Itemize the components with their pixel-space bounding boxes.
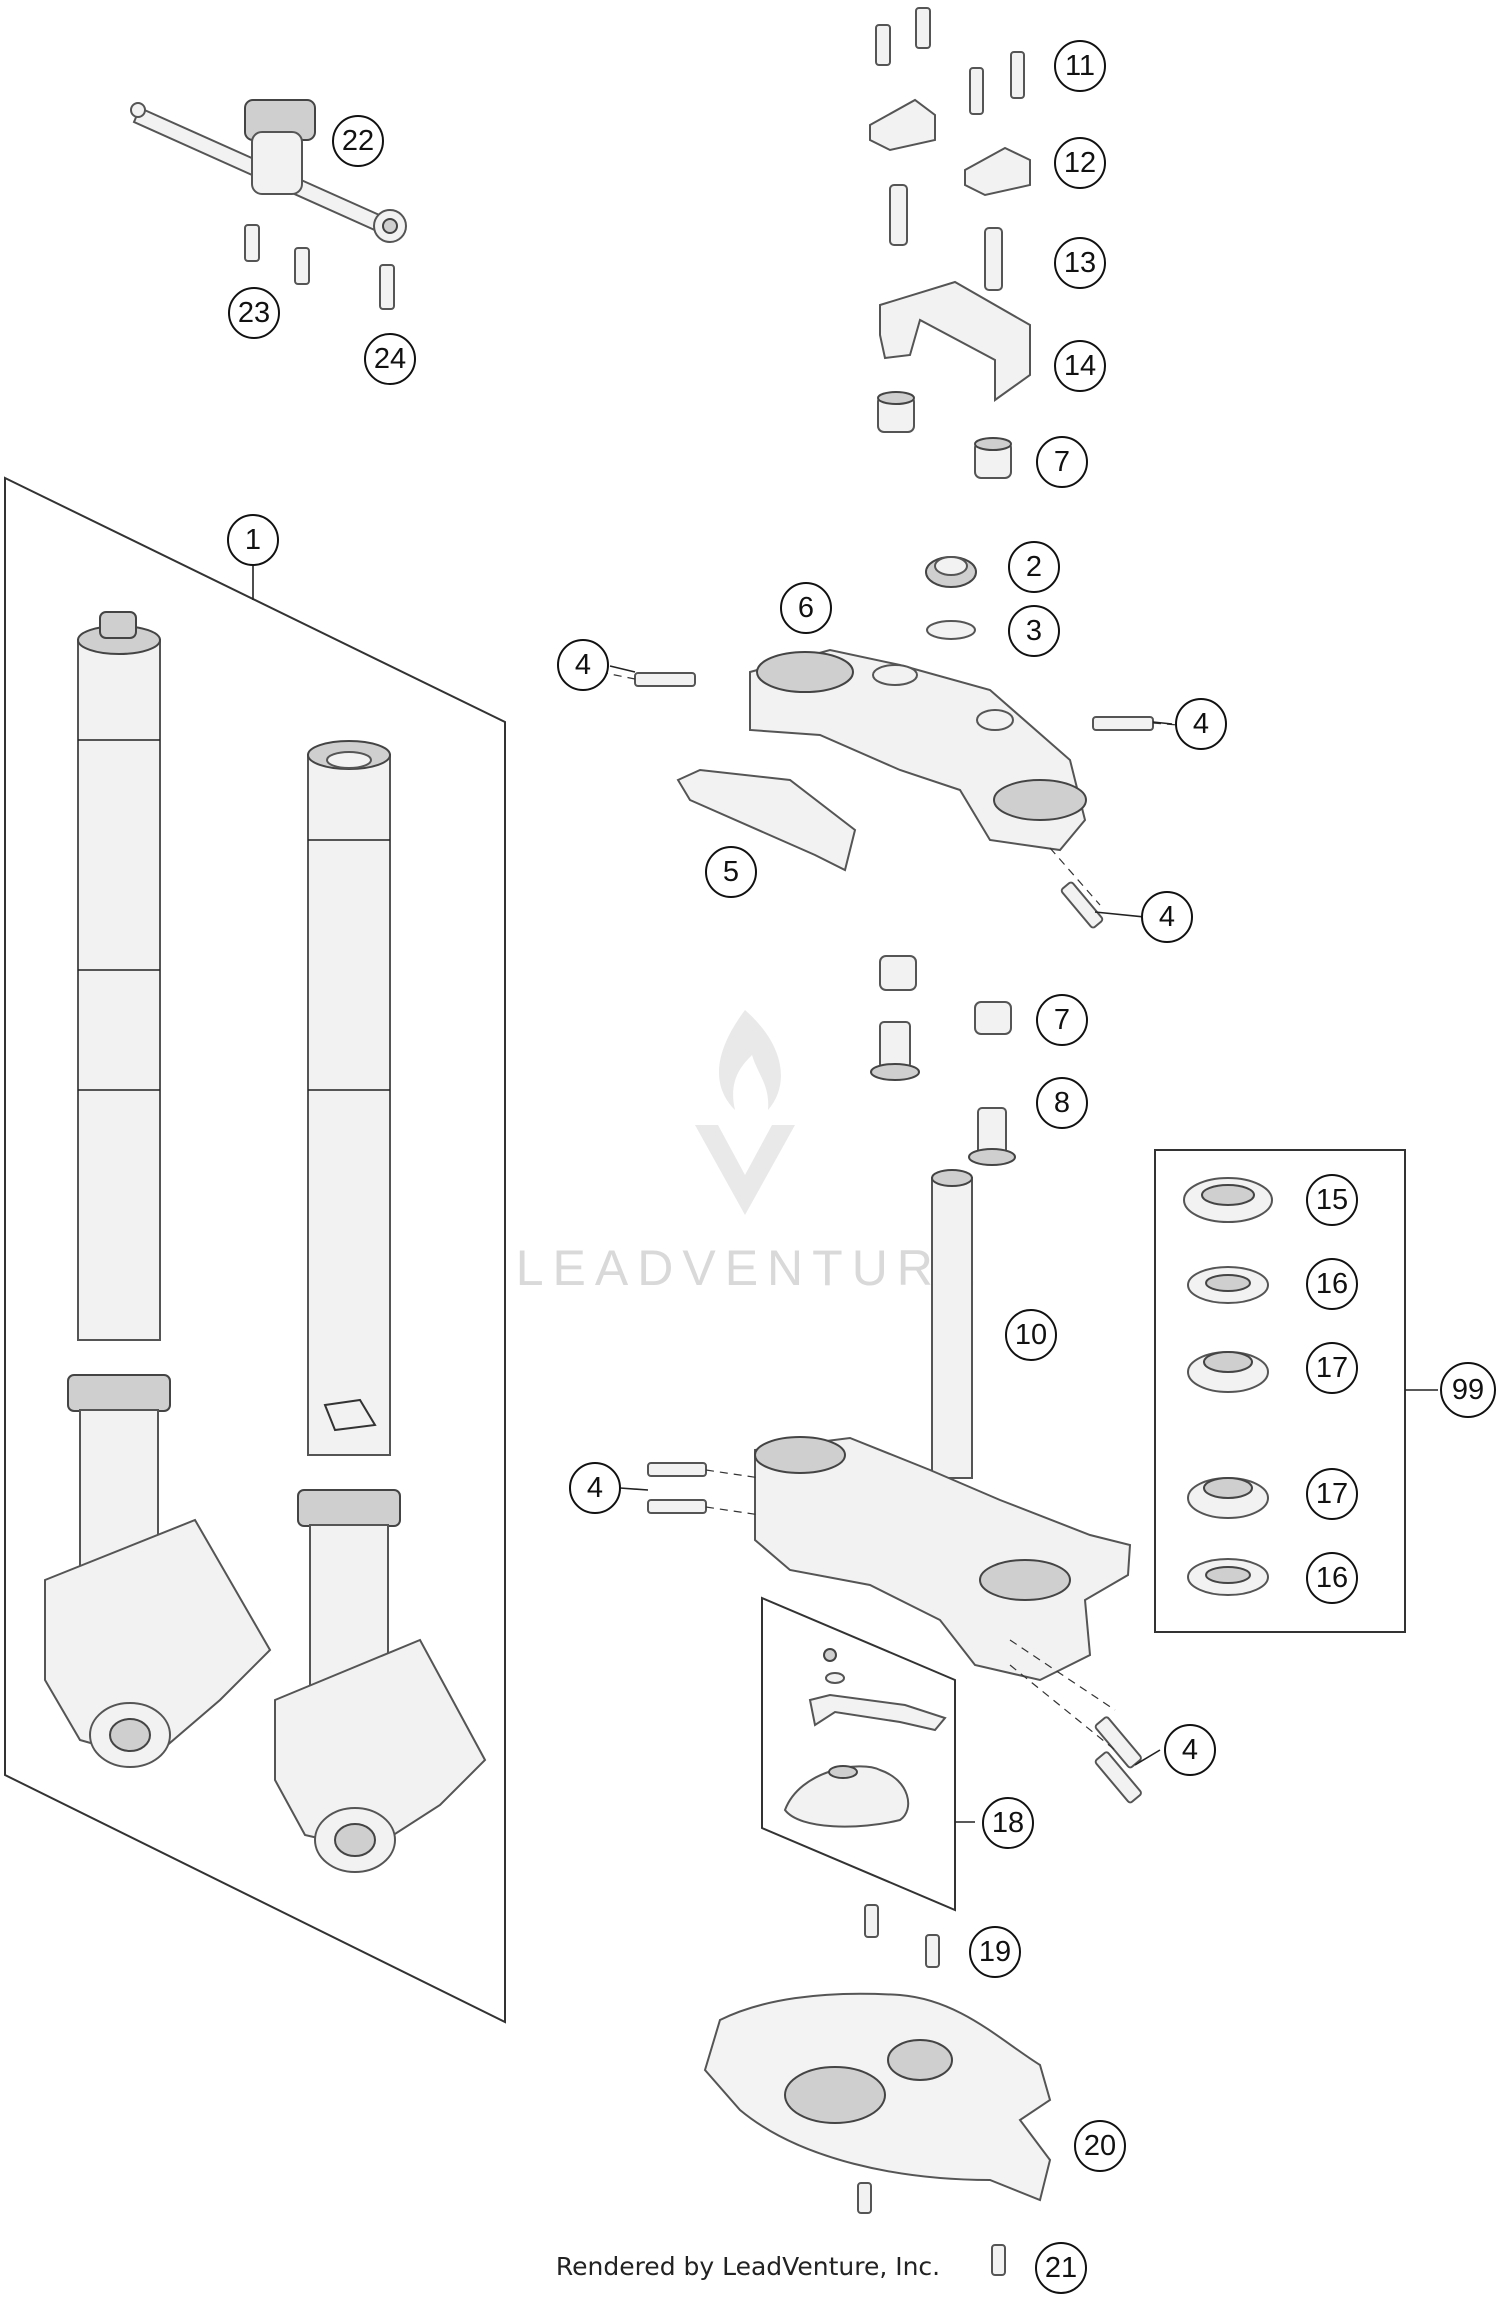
bearing-kit-parts	[1183, 1177, 1273, 1596]
handlebar-clamps	[869, 98, 1031, 197]
svg-text:19: 19	[979, 1936, 1011, 1968]
callout-7-top: 7	[1036, 436, 1088, 488]
svg-text:3: 3	[1026, 615, 1042, 647]
callout-17-top: 17	[1306, 1342, 1358, 1394]
watermark-logo	[695, 1010, 795, 1215]
callout-10: 10	[1005, 1309, 1057, 1361]
svg-text:16: 16	[1316, 1268, 1348, 1300]
callout-4-right-top: 4	[1175, 698, 1227, 750]
svg-text:17: 17	[1316, 1352, 1348, 1384]
svg-text:11: 11	[1065, 50, 1095, 82]
protection-plate	[703, 1992, 1052, 2202]
svg-text:4: 4	[587, 1472, 603, 1504]
svg-text:1: 1	[245, 524, 261, 556]
callout-24: 24	[364, 333, 416, 385]
svg-text:2: 2	[1026, 551, 1042, 583]
svg-text:4: 4	[1159, 901, 1175, 933]
fork-leg-right	[274, 740, 487, 1873]
svg-text:10: 10	[1015, 1319, 1047, 1351]
svg-text:15: 15	[1316, 1184, 1348, 1216]
lower-triple-clamp	[754, 1436, 1132, 1682]
callout-5: 5	[705, 846, 757, 898]
svg-text:6: 6	[798, 592, 814, 624]
svg-text:13: 13	[1064, 247, 1096, 279]
leader-lines	[609, 665, 1173, 1766]
svg-text:17: 17	[1316, 1478, 1348, 1510]
svg-text:20: 20	[1084, 2130, 1116, 2162]
bushings-flanged	[870, 1021, 1016, 1166]
handlebar-bridge	[879, 280, 1031, 402]
callout-12: 12	[1054, 137, 1106, 189]
svg-text:5: 5	[723, 856, 739, 888]
svg-text:22: 22	[342, 125, 374, 157]
callout-2: 2	[1008, 541, 1060, 593]
fork-assembly-frame	[4, 476, 506, 2024]
callout-15: 15	[1306, 1174, 1358, 1226]
bracket-5	[676, 768, 857, 872]
svg-text:21: 21	[1045, 2252, 1077, 2284]
bearing-kit-frame	[1154, 1149, 1406, 1633]
upper-triple-clamp	[749, 648, 1087, 852]
clamp-bolts	[889, 184, 1003, 291]
clamp-bolts-upper	[634, 672, 1154, 929]
callout-13: 13	[1054, 237, 1106, 289]
callout-16-bottom: 16	[1306, 1552, 1358, 1604]
svg-text:12: 12	[1064, 147, 1096, 179]
svg-text:16: 16	[1316, 1562, 1348, 1594]
callout-18: 18	[982, 1797, 1034, 1849]
callout-99: 99	[1440, 1362, 1496, 1418]
svg-text:24: 24	[374, 343, 406, 375]
svg-text:18: 18	[992, 1807, 1024, 1839]
bushings-middle	[879, 955, 1012, 1035]
clamp-bolts-lower	[647, 1462, 1142, 1804]
washer	[926, 620, 976, 640]
callout-4-right-bottom: 4	[1164, 1724, 1216, 1776]
svg-text:14: 14	[1064, 350, 1096, 382]
callout-8: 8	[1036, 1077, 1088, 1129]
callout-20: 20	[1074, 2120, 1126, 2172]
callout-1: 1	[227, 514, 279, 566]
svg-text:23: 23	[238, 297, 270, 329]
svg-text:99: 99	[1452, 1374, 1484, 1406]
steering-nut	[925, 556, 977, 588]
svg-text:7: 7	[1054, 446, 1070, 478]
callout-11: 11	[1054, 40, 1106, 92]
svg-text:4: 4	[1182, 1734, 1198, 1766]
callout-4-right-middle: 4	[1141, 891, 1193, 943]
callout-23: 23	[228, 287, 280, 339]
callout-19: 19	[969, 1926, 1021, 1978]
screws-19	[864, 1904, 940, 1968]
callout-4-left-bottom: 4	[569, 1462, 621, 1514]
damper-bolts	[244, 224, 395, 310]
callout-22: 22	[332, 115, 384, 167]
bracket-kit-parts	[783, 1648, 947, 1828]
callout-7-middle: 7	[1036, 994, 1088, 1046]
bracket-kit-frame	[761, 1596, 956, 1912]
callout-4-left-top: 4	[557, 639, 609, 691]
callout-3: 3	[1008, 605, 1060, 657]
screws-21	[857, 2182, 1006, 2276]
callout-14: 14	[1054, 340, 1106, 392]
callout-16-top: 16	[1306, 1258, 1358, 1310]
watermark-text: LEADVENTURE	[516, 1240, 985, 1296]
bushings-upper	[877, 391, 1012, 479]
callout-21: 21	[1035, 2242, 1087, 2294]
fork-leg-left	[44, 611, 272, 1768]
callout-6: 6	[780, 582, 832, 634]
top-bolts	[875, 7, 1025, 115]
svg-text:8: 8	[1054, 1087, 1070, 1119]
svg-text:7: 7	[1054, 1004, 1070, 1036]
steering-damper	[130, 99, 407, 243]
callout-17-bottom: 17	[1306, 1468, 1358, 1520]
render-credit: Rendered by LeadVenture, Inc.	[556, 2252, 940, 2281]
svg-text:4: 4	[1193, 708, 1209, 740]
svg-text:4: 4	[575, 649, 591, 681]
steering-stem	[931, 1169, 973, 1479]
